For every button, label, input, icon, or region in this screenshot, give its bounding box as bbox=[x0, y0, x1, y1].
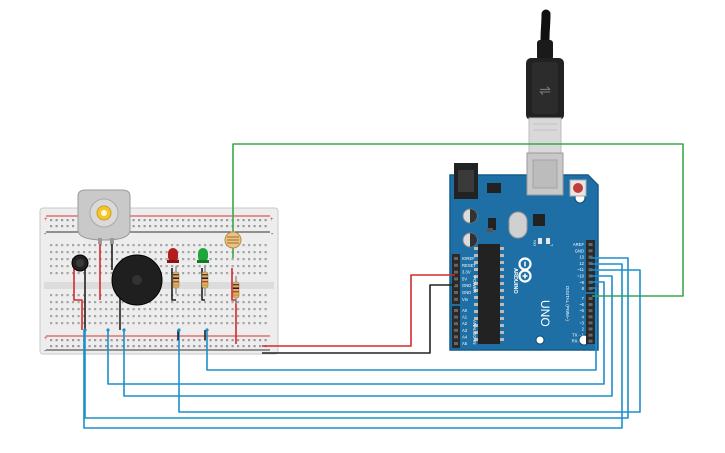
rail-plus-bottom: + bbox=[44, 336, 48, 342]
wires bbox=[73, 143, 684, 429]
atmega-chip bbox=[478, 244, 500, 344]
wire-blue-2[interactable] bbox=[83, 263, 623, 429]
pin-label: ~11 bbox=[577, 267, 584, 272]
pin-label: A1 bbox=[462, 315, 468, 320]
digital-pin-labels-bottom: 7~6~54~3 2TX→1RX←0 bbox=[572, 296, 585, 344]
wire-blue-5[interactable] bbox=[107, 281, 605, 385]
pin-label: IOREF bbox=[462, 256, 475, 261]
pin-label: A4 bbox=[462, 334, 468, 339]
resistor-3[interactable] bbox=[232, 276, 240, 304]
analog-header bbox=[452, 306, 460, 348]
piezo-buzzer[interactable] bbox=[111, 254, 163, 306]
resistor-1[interactable] bbox=[172, 266, 180, 294]
rail-minus-top: - bbox=[44, 231, 47, 238]
pin-label: 7 bbox=[582, 296, 585, 301]
led-red-lead bbox=[171, 268, 176, 301]
microphone[interactable] bbox=[71, 254, 89, 272]
rail-minus-bottom: - bbox=[44, 348, 47, 355]
wire-black[interactable] bbox=[262, 284, 455, 354]
pin-label: 13 bbox=[579, 255, 584, 260]
pin-label: 2 bbox=[582, 327, 585, 332]
crystal-oscillator bbox=[508, 211, 528, 239]
board-model-name: UNO bbox=[538, 300, 552, 327]
pin-label: 5V bbox=[462, 276, 467, 281]
pin-label: RX←0 bbox=[572, 339, 585, 344]
pin-label: 8 bbox=[582, 286, 585, 291]
pin-label: GND bbox=[575, 248, 584, 253]
rail-plus-top: + bbox=[44, 217, 48, 223]
led-on-label: ON bbox=[532, 240, 537, 246]
dc-motor[interactable] bbox=[77, 189, 131, 244]
photoresistor[interactable] bbox=[224, 231, 242, 249]
pin-label: A0 bbox=[462, 308, 468, 313]
pin-label: GND bbox=[462, 283, 471, 288]
svg-text:⇌: ⇌ bbox=[539, 83, 551, 99]
analog-header-label: ANALOG IN bbox=[472, 320, 477, 345]
pin-label: 3.3V bbox=[462, 270, 471, 275]
digital-header-label: DIGITAL (PWM~) bbox=[565, 286, 570, 321]
pin-label: GND bbox=[462, 290, 471, 295]
red-led[interactable] bbox=[167, 248, 179, 263]
led-on-indicator bbox=[538, 238, 542, 244]
resistor-2[interactable] bbox=[201, 266, 209, 294]
wire-red[interactable] bbox=[262, 274, 455, 347]
rail-minus-top-right: - bbox=[271, 231, 274, 238]
resistors[interactable] bbox=[172, 266, 240, 304]
pin-label: TX→1 bbox=[572, 333, 585, 338]
pin-label: ~3 bbox=[579, 320, 584, 325]
wire-green[interactable] bbox=[232, 143, 684, 297]
pin-label: A2 bbox=[462, 321, 468, 326]
led-l-label: L bbox=[549, 243, 554, 246]
board-brand: ARDUINO bbox=[512, 268, 518, 294]
pin-label: RESET bbox=[462, 263, 476, 268]
green-led[interactable] bbox=[197, 248, 209, 263]
pin-label: A5 bbox=[462, 341, 468, 346]
pin-label: ~5 bbox=[579, 308, 584, 313]
wire-blue-4[interactable] bbox=[123, 275, 613, 397]
pin-label: Vin bbox=[462, 297, 469, 302]
pin-label: AREF bbox=[573, 242, 585, 247]
arduino-logo bbox=[518, 257, 532, 283]
wire-blue-1[interactable] bbox=[84, 257, 629, 419]
pin-label: A3 bbox=[462, 328, 468, 333]
pin-label: ~10 bbox=[577, 274, 585, 279]
pin-label: 12 bbox=[579, 261, 584, 266]
rail-plus-top-right: + bbox=[270, 217, 274, 223]
pin-label: ~9 bbox=[579, 280, 584, 285]
power-header-label: POWER bbox=[472, 276, 477, 294]
digital-header-bottom bbox=[586, 294, 595, 344]
pin-label: ~6 bbox=[579, 302, 584, 307]
wire-blue-6[interactable] bbox=[206, 287, 597, 371]
pin-label: 4 bbox=[582, 314, 585, 319]
digital-header-top bbox=[586, 240, 595, 292]
usb-cable[interactable]: ⇌ bbox=[526, 9, 564, 155]
mic-red-lead bbox=[73, 268, 83, 330]
ldr-red-lead bbox=[231, 268, 237, 344]
